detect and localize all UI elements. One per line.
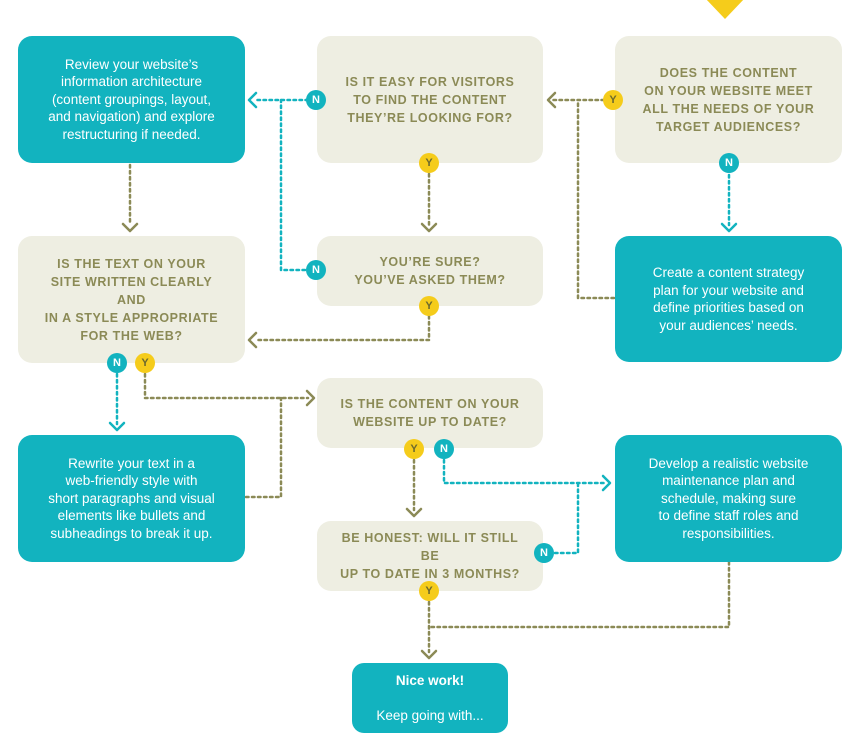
badge-yes-are-you-sure: Y — [419, 296, 439, 316]
arrowhead-final-down — [420, 649, 438, 660]
question-content-needs-text: Does the content on your website meet al… — [642, 65, 815, 134]
arrowhead-sure-down — [420, 222, 438, 233]
final-text: Nice work! Keep going with... — [376, 654, 483, 742]
connector-no-uptodate-to-maintenance — [442, 458, 606, 485]
question-be-honest: Be honest: will it still be up to date i… — [317, 521, 543, 591]
arrowhead-rewrite-down — [108, 421, 126, 432]
question-are-you-sure-text: You’re sure? You’ve asked them? — [354, 255, 506, 287]
question-easy-to-find-text: Is it easy for visitors to find the cont… — [345, 74, 515, 125]
start-marker-icon — [706, 0, 744, 19]
badge-no-text-clear: N — [107, 353, 127, 373]
action-maintenance-plan: Develop a realistic website maintenance … — [615, 435, 842, 562]
final-subtitle: Keep going with... — [376, 707, 484, 723]
question-content-needs: Does the content on your website meet al… — [615, 36, 842, 163]
connector-maintenance-to-final — [427, 560, 731, 629]
badge-no-are-you-sure: N — [306, 260, 326, 280]
final-title: Nice work! — [395, 672, 465, 688]
badge-no-easy-find: N — [306, 90, 326, 110]
arrowhead-text-down — [121, 222, 139, 233]
action-review-architecture-text: Review your website’s information archit… — [48, 56, 215, 142]
arrowhead-honest-down — [405, 507, 423, 518]
badge-no-content-needs: N — [719, 153, 739, 173]
connector-yes-sure-to-text — [253, 314, 431, 342]
question-up-to-date: Is the content on your website up to dat… — [317, 378, 543, 448]
question-are-you-sure: You’re sure? You’ve asked them? — [317, 236, 543, 306]
badge-no-up-to-date: N — [434, 439, 454, 459]
question-easy-to-find: Is it easy for visitors to find the cont… — [317, 36, 543, 163]
connector-no-honest-to-maintenance — [553, 481, 580, 555]
action-review-architecture: Review your website’s information archit… — [18, 36, 245, 163]
arrowhead-review-left — [247, 91, 258, 109]
badge-yes-text-clear: Y — [135, 353, 155, 373]
arrowhead-maintenance-right — [601, 474, 612, 492]
connector-rewrite-to-uptodate — [244, 396, 283, 499]
arrowhead-text-left — [247, 331, 258, 349]
badge-yes-be-honest: Y — [419, 581, 439, 601]
arrowhead-uptodate-right — [305, 389, 316, 407]
connector-strategy-to-easyfind — [576, 98, 616, 300]
action-maintenance-plan-text: Develop a realistic website maintenance … — [648, 455, 809, 541]
arrowhead-strategy-down — [720, 222, 738, 233]
badge-yes-up-to-date: Y — [404, 439, 424, 459]
question-up-to-date-text: Is the content on your website up to dat… — [340, 397, 520, 429]
badge-yes-easy-find: Y — [419, 153, 439, 173]
final-nice-work: Nice work! Keep going with... — [352, 663, 508, 733]
question-text-clear-text: Is the text on your site written clearly… — [44, 256, 219, 343]
arrowhead-easyfind-left — [546, 91, 557, 109]
action-rewrite-text-text: Rewrite your text in a web-friendly styl… — [48, 455, 215, 541]
badge-no-be-honest: N — [534, 543, 554, 563]
action-content-strategy: Create a content strategy plan for your … — [615, 236, 842, 362]
action-content-strategy-text: Create a content strategy plan for your … — [652, 265, 805, 333]
connector-yes-text-to-uptodate — [143, 372, 310, 400]
question-be-honest-text: Be honest: will it still be up to date i… — [340, 531, 520, 581]
action-rewrite-text: Rewrite your text in a web-friendly styl… — [18, 435, 245, 562]
question-text-clear: Is the text on your site written clearly… — [18, 236, 245, 363]
badge-yes-content-needs: Y — [603, 90, 623, 110]
connector-no-sure-to-review — [279, 98, 307, 272]
